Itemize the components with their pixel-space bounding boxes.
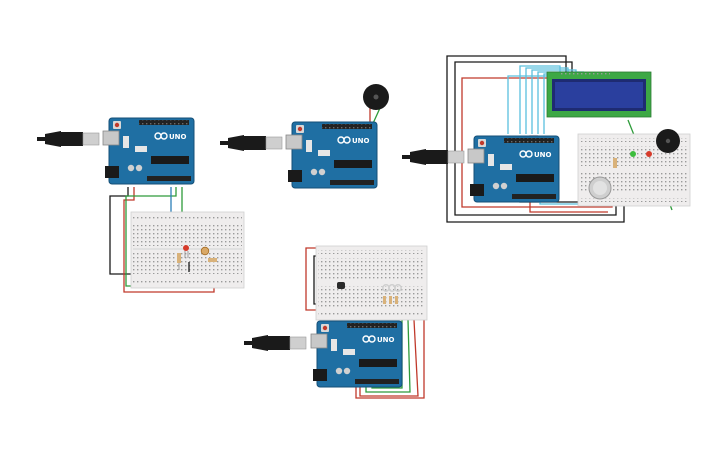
usb-cable-4 xyxy=(243,334,307,352)
usb-cable-1 xyxy=(36,130,100,148)
lcd-16x2[interactable] xyxy=(546,71,652,118)
photoresistor[interactable] xyxy=(200,246,210,256)
arduino-uno-1[interactable] xyxy=(102,117,195,185)
resistors-4[interactable] xyxy=(383,296,398,304)
circuit-lcd xyxy=(401,55,691,223)
resistor-2[interactable] xyxy=(208,258,217,262)
potentiometer[interactable] xyxy=(588,176,612,200)
red-led-2[interactable] xyxy=(646,151,652,157)
green-led[interactable] xyxy=(630,151,636,157)
red-led[interactable] xyxy=(183,245,189,258)
breadboard-4[interactable] xyxy=(315,245,428,321)
circuit-sensor-leds xyxy=(243,245,428,399)
usb-cable-3 xyxy=(401,148,465,166)
temperature-sensor[interactable] xyxy=(337,282,345,289)
circuit-buzzer xyxy=(219,84,389,189)
piezo-buzzer[interactable] xyxy=(363,84,389,110)
resistor-3[interactable] xyxy=(613,158,617,168)
circuit-led-photoresistor xyxy=(36,117,245,293)
arduino-uno-2[interactable] xyxy=(285,121,378,189)
resistor-1[interactable] xyxy=(177,253,181,270)
arduino-uno-4[interactable] xyxy=(310,320,403,388)
arduino-uno-3[interactable] xyxy=(467,135,560,203)
led-group[interactable] xyxy=(382,284,402,292)
piezo-buzzer-2[interactable] xyxy=(656,129,680,153)
usb-cable-2 xyxy=(219,134,283,152)
